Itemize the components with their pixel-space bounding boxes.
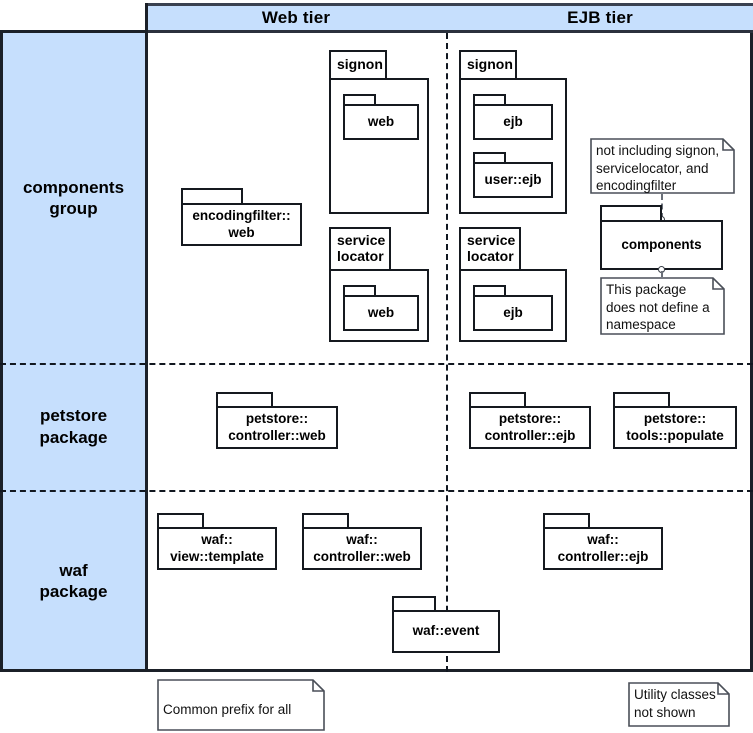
package-servicelocator-ejb-child-ejb-tab <box>473 285 506 295</box>
tier-divider <box>446 33 448 672</box>
row-label-waf-package-text: waf package <box>39 560 108 601</box>
package-signon-ejb-child-ejb-body[interactable]: ejb <box>473 104 553 140</box>
note-not-including: not including signon, servicelocator, an… <box>590 138 735 194</box>
row-label-petstore-package: petstore package <box>2 363 145 490</box>
package-ejb-label: ejb <box>503 113 523 129</box>
frame-top-left-border <box>0 30 148 33</box>
row-label-components-group-text: components group <box>22 177 125 218</box>
note-no-namespace: This package does not define a namespace <box>600 277 725 335</box>
tier-header-ejb: EJB tier <box>447 3 753 33</box>
note-not-including-text: not including signon, servicelocator, an… <box>596 143 720 194</box>
frame-left-border <box>0 33 3 672</box>
note-common-prefix-text: Common prefix for all namespaces com::su… <box>163 683 319 733</box>
package-encodingfilter-web-body[interactable]: encodingfilter:: web <box>181 203 302 246</box>
package-petstore-controller-ejb-tab <box>469 392 526 406</box>
leader-components-to-no-namespace <box>661 271 663 277</box>
package-petstore-controller-web-label: petstore:: controller::web <box>228 411 326 443</box>
package-servicelocator-ejb-child-ejb-body[interactable]: ejb <box>473 295 553 331</box>
package-signon-ejb-tab: signon <box>459 50 517 78</box>
row-label-waf-package: waf package <box>2 490 145 672</box>
frame-column-separator <box>145 3 148 672</box>
row-label-components-group: components group <box>2 33 145 363</box>
package-waf-event-label: waf::event <box>412 623 480 639</box>
tier-header-ejb-label: EJB tier <box>567 8 633 27</box>
package-servicelocator-ejb-label: service locator <box>467 232 516 264</box>
package-petstore-controller-web-tab <box>216 392 273 406</box>
package-waf-view-template-tab <box>157 513 204 527</box>
package-waf-controller-ejb-body[interactable]: waf:: controller::ejb <box>543 527 663 570</box>
package-servicelocator-web-child-web-body[interactable]: web <box>343 295 419 331</box>
package-waf-controller-ejb-tab <box>543 513 590 527</box>
frame-right-border <box>750 33 753 672</box>
package-waf-controller-web-body[interactable]: waf:: controller::web <box>302 527 422 570</box>
package-signon-ejb-child-user-ejb-tab <box>473 152 506 162</box>
tier-header-web: Web tier <box>145 3 447 33</box>
row-divider-components-petstore <box>0 363 753 365</box>
note-common-prefix-line1: Common prefix for all <box>163 701 292 717</box>
note-no-namespace-text: This package does not define a namespace <box>606 282 710 333</box>
package-signon-web-label: signon <box>337 56 383 73</box>
package-components-label: components <box>621 236 702 252</box>
frame-bottom-border <box>0 669 753 672</box>
package-waf-view-template-body[interactable]: waf:: view::template <box>157 527 277 570</box>
package-petstore-controller-web-body[interactable]: petstore:: controller::web <box>216 406 338 449</box>
package-signon-ejb-child-ejb-tab <box>473 94 506 104</box>
leader-not-including-to-components <box>661 194 663 219</box>
package-signon-ejb-child-user-ejb-body[interactable]: user::ejb <box>473 162 553 198</box>
package-user-ejb-label: user::ejb <box>484 171 542 187</box>
package-waf-controller-web-label: waf:: controller::web <box>313 532 411 564</box>
package-petstore-tools-populate-label: petstore:: tools::populate <box>626 411 724 443</box>
package-encodingfilter-web-label: encodingfilter:: web <box>192 208 291 240</box>
package-petstore-tools-populate-tab <box>613 392 670 406</box>
package-servicelocator-web-label: service locator <box>337 232 386 264</box>
package-ejb-label: ejb <box>503 304 523 320</box>
package-web-label: web <box>367 304 395 320</box>
note-utility-classes-text: Utility classes not shown <box>634 687 716 720</box>
package-web-label: web <box>367 113 395 129</box>
package-waf-controller-web-tab <box>302 513 349 527</box>
package-signon-ejb-label: signon <box>467 56 513 73</box>
package-petstore-tools-populate-body[interactable]: petstore:: tools::populate <box>613 406 737 449</box>
package-waf-view-template-label: waf:: view::template <box>170 532 264 564</box>
package-components-tab <box>600 205 662 220</box>
row-divider-petstore-waf <box>0 490 753 492</box>
package-waf-event-body[interactable]: waf::event <box>392 610 500 653</box>
package-signon-web-tab: signon <box>329 50 387 78</box>
row-label-petstore-package-text: petstore package <box>39 406 108 447</box>
package-waf-event-tab <box>392 596 436 610</box>
package-servicelocator-web-tab: service locator <box>329 227 391 269</box>
package-encodingfilter-web-tab <box>181 188 243 203</box>
package-signon-web-child-web-body[interactable]: web <box>343 104 419 140</box>
note-utility-classes: Utility classes not shown <box>628 682 730 727</box>
package-servicelocator-ejb-tab: service locator <box>459 227 521 269</box>
package-petstore-controller-ejb-label: petstore:: controller::ejb <box>484 411 576 443</box>
tier-header-web-label: Web tier <box>261 8 331 27</box>
package-petstore-controller-ejb-body[interactable]: petstore:: controller::ejb <box>469 406 591 449</box>
package-servicelocator-web-child-web-tab <box>343 285 376 295</box>
package-signon-web-child-web-tab <box>343 94 376 104</box>
package-waf-controller-ejb-label: waf:: controller::ejb <box>557 532 649 564</box>
note-common-prefix: Common prefix for all namespaces com::su… <box>157 679 325 731</box>
package-components-body[interactable]: components <box>600 220 723 270</box>
